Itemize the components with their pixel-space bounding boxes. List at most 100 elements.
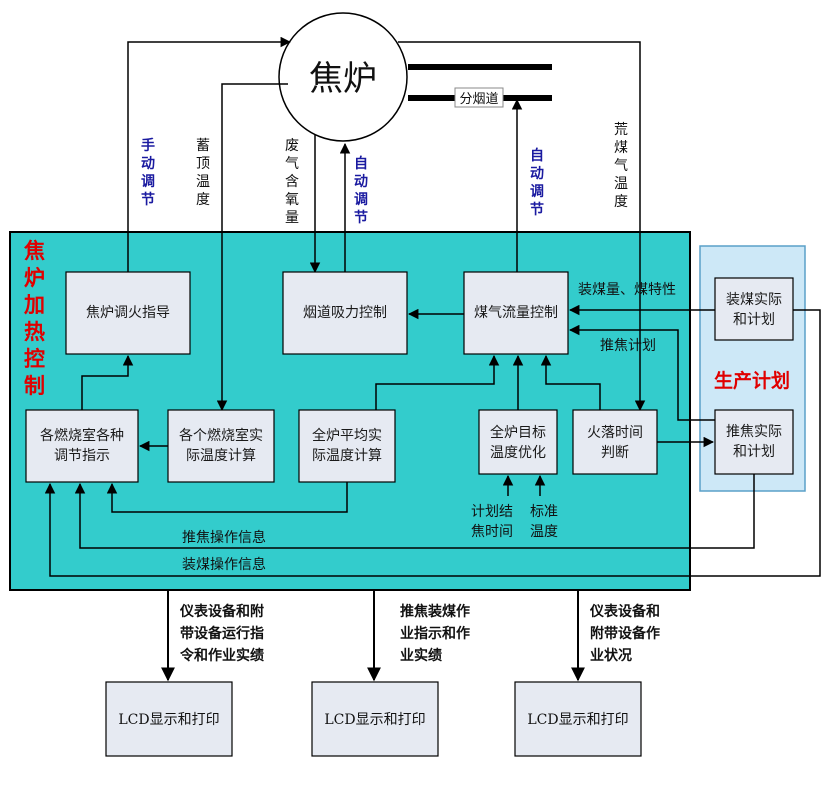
flue-label-box: [454, 87, 504, 108]
svg-text:动: 动: [141, 155, 155, 172]
avg-temp-line1: 全炉平均实: [312, 427, 382, 444]
svg-text:调: 调: [141, 174, 155, 190]
svg-text:业状况: 业状况: [590, 647, 632, 664]
output-label-3: 仪表设备和 附带设备作 业状况: [589, 603, 660, 664]
chamber-temp-line1: 各个燃烧室实: [179, 427, 263, 444]
svg-text:推焦装煤作: 推焦装煤作: [400, 603, 470, 620]
svg-text:调: 调: [354, 192, 368, 208]
push-to-gasflow-line: [568, 324, 715, 421]
avg-temp-box: [298, 409, 396, 483]
target-temp-box: [478, 409, 558, 475]
push-plan-box: [714, 409, 794, 475]
chamber-adjust-line1: 各燃烧室各种: [40, 427, 124, 444]
chamber-temp-line2: 际温度计算: [186, 448, 256, 464]
lcd-box-1: [105, 681, 233, 757]
adjust-to-ignition-line: [81, 354, 134, 410]
avgtemp-to-gasflow-line: [375, 354, 500, 410]
fire-time-box: [572, 409, 658, 475]
gas-flow-label: 煤气流量控制: [474, 305, 558, 321]
svg-text:加: 加: [23, 293, 45, 317]
plan-end-time-line2: 焦时间: [471, 524, 513, 540]
svg-text:动: 动: [530, 165, 544, 182]
svg-text:蓄: 蓄: [196, 138, 210, 154]
svg-text:热: 热: [24, 320, 45, 344]
svg-text:含: 含: [285, 174, 299, 190]
chamber-adjust-box: [25, 409, 139, 483]
svg-text:度: 度: [614, 194, 628, 210]
svg-text:顶: 顶: [196, 156, 210, 172]
push-plan-line2: 和计划: [733, 444, 775, 460]
manual-adjust-label: 手 动 调 节: [141, 137, 155, 208]
svg-text:制: 制: [24, 374, 45, 398]
plan-end-time-line1: 计划结: [471, 504, 513, 520]
chamber-adjust-line2: 调节指示: [54, 448, 110, 464]
svg-text:业实绩: 业实绩: [400, 647, 442, 664]
svg-text:焦: 焦: [23, 239, 45, 263]
svg-text:手: 手: [141, 137, 155, 154]
std-temp-line2: 温度: [530, 524, 558, 540]
auto-adjust-label-1: 自 动 调 节: [354, 155, 368, 226]
svg-text:节: 节: [354, 209, 368, 226]
svg-text:自: 自: [530, 147, 544, 164]
coal-plan-line2: 和计划: [733, 312, 775, 328]
svg-text:控: 控: [24, 347, 45, 371]
gas-flow-box: [463, 271, 569, 355]
crude-gas-label: 荒 煤 气 温 度: [614, 122, 628, 210]
manual-adjust-line: [127, 36, 292, 272]
ignition-guide-label: 焦炉调火指导: [86, 305, 170, 321]
svg-text:氧: 氧: [285, 192, 299, 208]
svg-text:温: 温: [614, 176, 628, 192]
svg-text:荒: 荒: [614, 122, 628, 138]
svg-text:令和作业实绩: 令和作业实绩: [179, 647, 264, 664]
fire-time-line1: 火落时间: [587, 425, 643, 441]
coal-plan-box: [714, 277, 794, 341]
svg-text:带设备运行指: 带设备运行指: [180, 625, 264, 642]
push-info-label: 推焦操作信息: [182, 529, 266, 546]
target-temp-line1: 全炉目标: [490, 424, 546, 441]
push-info-line: [74, 474, 755, 549]
std-temp-line1: 标准: [530, 504, 558, 520]
svg-text:节: 节: [530, 201, 544, 218]
svg-text:仪表设备和: 仪表设备和: [589, 603, 660, 620]
svg-text:调: 调: [530, 184, 544, 200]
control-system-title: 焦 炉 加 热 控 制: [23, 239, 45, 398]
svg-text:仪表设备和附: 仪表设备和附: [179, 603, 264, 620]
crude-gas-line: [398, 41, 646, 412]
lcd-label-1: LCD显示和打印: [118, 711, 219, 728]
svg-text:量: 量: [285, 210, 299, 226]
coke-oven-label: 焦炉: [309, 59, 377, 99]
avgtemp-to-adjust-line: [106, 482, 348, 513]
regen-temp-line: [216, 83, 288, 412]
ignition-guide-box: [65, 271, 191, 355]
svg-text:附带设备作: 附带设备作: [590, 625, 660, 642]
production-plan-title: 生产计划: [714, 369, 790, 392]
coal-plan-line1: 装煤实际: [726, 292, 782, 308]
waste-gas-label: 废 气 含 氧 量: [285, 138, 299, 226]
firetime-to-gasflow-line: [540, 354, 601, 410]
push-plan-label: 推焦计划: [600, 338, 656, 354]
svg-text:气: 气: [285, 156, 299, 172]
svg-text:动: 动: [354, 173, 368, 190]
avg-temp-line2: 际温度计算: [312, 448, 382, 464]
coal-info-line: [44, 309, 821, 577]
lcd-box-2: [311, 681, 439, 757]
svg-text:节: 节: [141, 191, 155, 208]
target-temp-line2: 温度优化: [490, 445, 546, 461]
output-label-1: 仪表设备和附 带设备运行指 令和作业实绩: [179, 603, 264, 664]
lcd-label-2: LCD显示和打印: [324, 711, 425, 728]
svg-text:度: 度: [196, 192, 210, 208]
flue-suction-label: 烟道吸力控制: [303, 305, 387, 321]
svg-text:气: 气: [614, 158, 628, 174]
svg-text:煤: 煤: [614, 140, 628, 156]
svg-text:自: 自: [354, 155, 368, 172]
regen-temp-label: 蓄 顶 温 度: [196, 138, 210, 208]
chamber-temp-box: [167, 409, 275, 483]
coke-oven-circle: [278, 12, 408, 142]
svg-text:温: 温: [196, 174, 210, 190]
fire-time-line2: 判断: [601, 445, 629, 461]
svg-text:废: 废: [285, 138, 299, 154]
output-label-2: 推焦装煤作 业指示和作 业实绩: [400, 603, 470, 664]
coal-info-label: 装煤操作信息: [182, 556, 266, 573]
svg-text:炉: 炉: [24, 266, 45, 290]
